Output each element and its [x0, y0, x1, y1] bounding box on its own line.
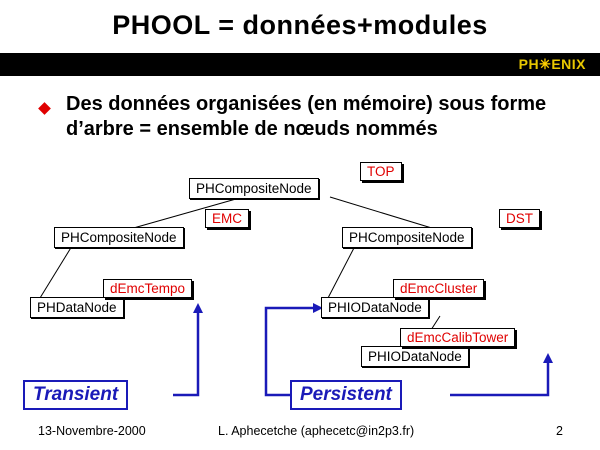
logo-text-right: ENIX [551, 56, 586, 72]
dst-composite-node: PHCompositeNode [342, 227, 472, 248]
logo-star-icon: ✳ [539, 56, 552, 72]
emc-tag: EMC [205, 209, 249, 228]
cluster-tag: dEmcCluster [393, 279, 485, 298]
footer-author: L. Aphecetche (aphecetc@in2p3.fr) [218, 424, 415, 438]
dst-tag: DST [499, 209, 540, 228]
footer-page-number: 2 [556, 424, 563, 438]
persistent-badge: Persistent [290, 380, 402, 410]
slide-title: PHOOL = données+modules [112, 10, 488, 40]
emc-composite-node: PHCompositeNode [54, 227, 184, 248]
transient-arrow [173, 303, 203, 397]
branch-top-emc [129, 196, 244, 230]
calib-iodata-node: PHIODataNode [361, 346, 469, 367]
tempo-data-node: PHDataNode [30, 297, 124, 318]
top-composite-node: PHCompositeNode [189, 178, 319, 199]
calib-tag: dEmcCalibTower [400, 328, 516, 347]
cluster-iodata-node: PHIODataNode [321, 297, 429, 318]
branch-dst-cluster [327, 245, 356, 299]
logo-text-left: PH [518, 56, 540, 72]
branch-emc-tempo [39, 245, 73, 299]
footer-date: 13-Novembre-2000 [38, 424, 146, 438]
transient-badge: Transient [23, 380, 129, 410]
header-bar: PH✳ENIX [0, 53, 600, 76]
bullet-text: Des données organisées (en mémoire) sous… [66, 93, 547, 140]
tempo-tag: dEmcTempo [103, 279, 193, 298]
top-tag: TOP [360, 162, 402, 181]
branch-top-dst [329, 196, 436, 230]
phenix-logo: PH✳ENIX [519, 56, 586, 73]
persistent-arrow-calib [450, 353, 553, 397]
persistent-arrow-cluster [264, 303, 323, 397]
